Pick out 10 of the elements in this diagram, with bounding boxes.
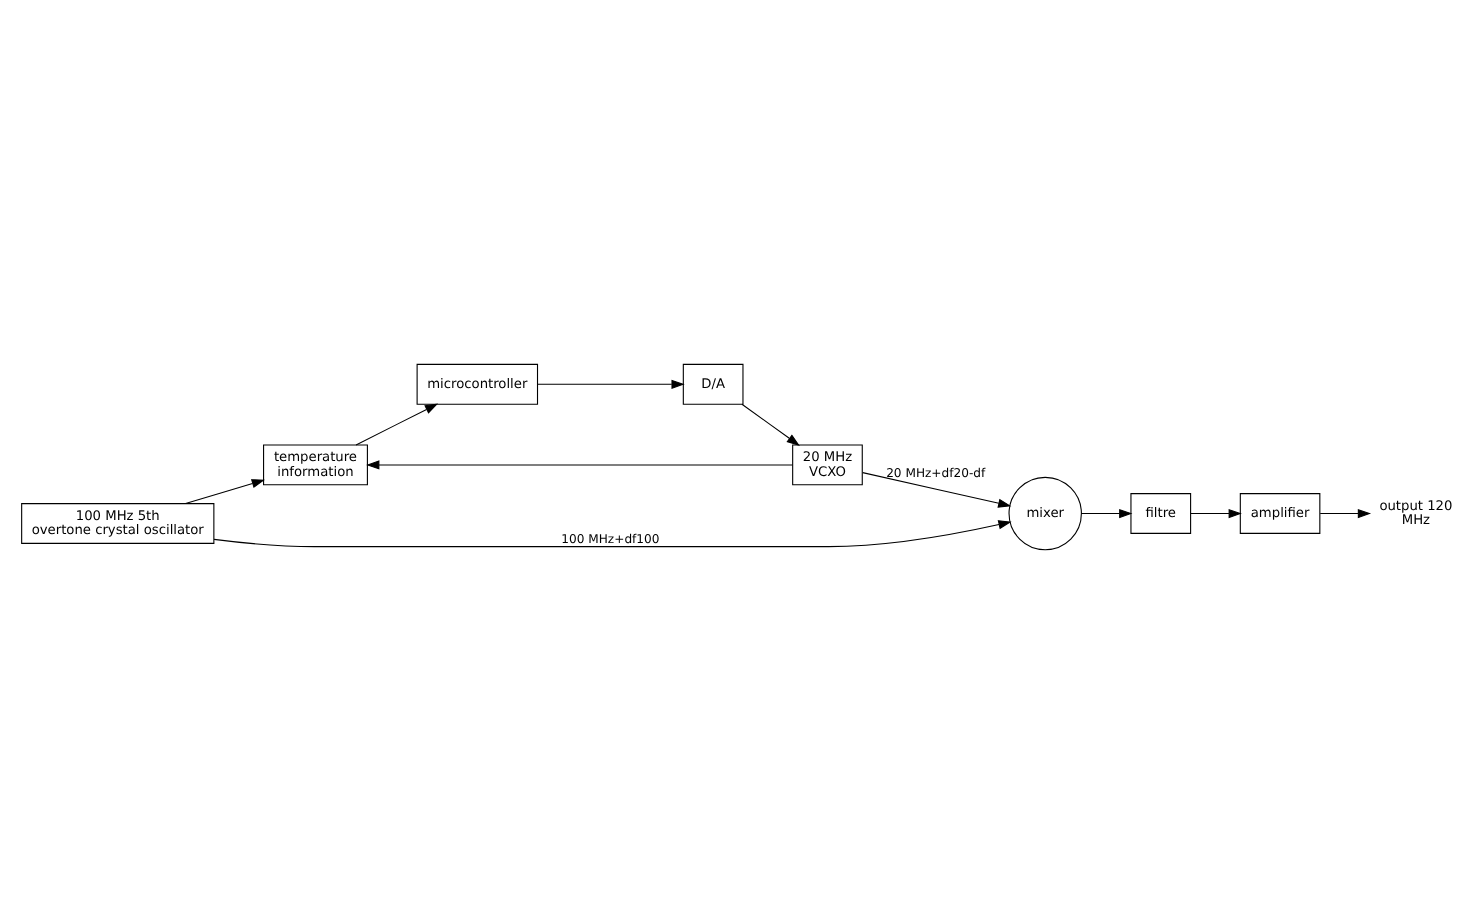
arrow (355, 403, 439, 446)
arrow (185, 479, 265, 505)
arrow (537, 379, 685, 389)
arrow (366, 460, 794, 470)
arrow (1319, 508, 1372, 519)
arrow (1190, 508, 1242, 519)
arrow (741, 403, 800, 446)
arrow (213, 520, 1012, 548)
arrow (1080, 508, 1133, 519)
arrow (862, 472, 1012, 508)
